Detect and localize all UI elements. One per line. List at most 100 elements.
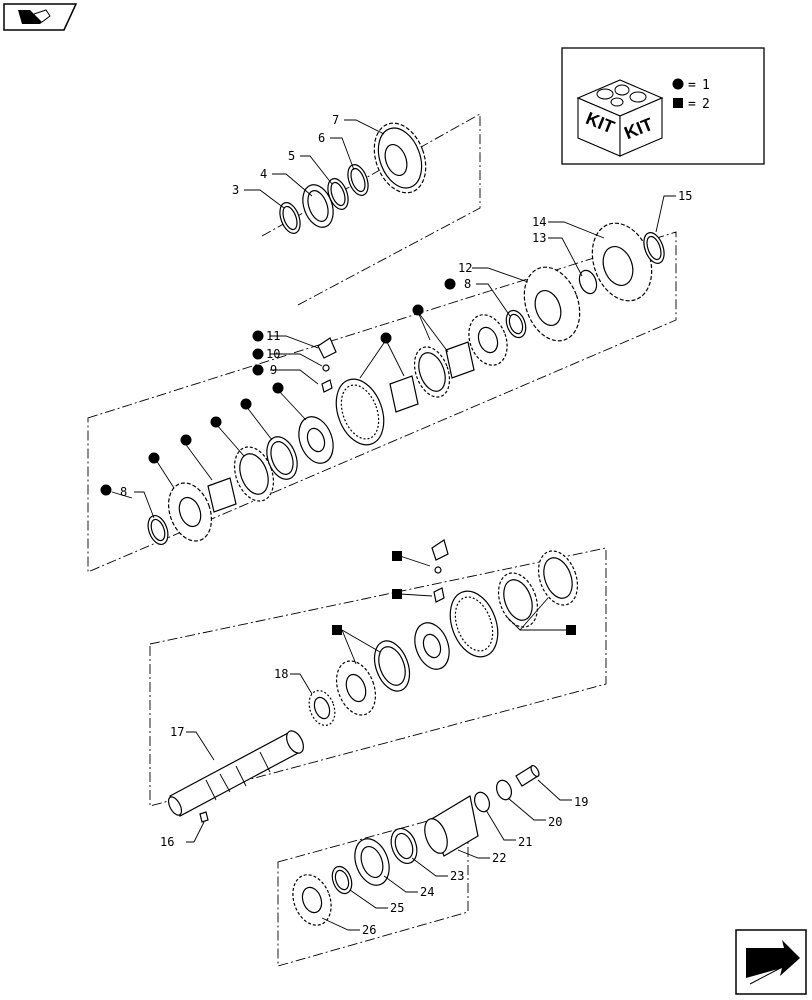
part-gear-12[interactable] (515, 259, 590, 348)
callout-3: 3 (232, 183, 239, 197)
part-gear-lower[interactable] (161, 477, 219, 547)
part-snap-ring-15[interactable] (640, 230, 668, 266)
callout-19: 19 (574, 795, 588, 809)
part-synchro-ring-mid-1[interactable] (492, 568, 545, 633)
legend-circle-icon (672, 78, 684, 90)
group-boundary-mid (149, 547, 607, 807)
part-gear-14[interactable] (582, 215, 662, 309)
kit1-marker (444, 278, 456, 290)
part-flange-22[interactable] (420, 795, 479, 857)
legend-square-icon (673, 98, 683, 108)
kit1-marker (180, 434, 192, 446)
part-synchro-ring-mid-2[interactable] (532, 546, 585, 611)
group-boundary-top (261, 113, 481, 307)
callout-15: 15 (678, 189, 692, 203)
leader-lines (111, 119, 676, 931)
kit-legend: KIT KIT = 1 = 2 (561, 47, 765, 165)
part-hub-mid[interactable] (409, 618, 455, 674)
part-ring-8-lower[interactable] (144, 513, 171, 547)
callout-11: 11 (266, 329, 280, 343)
kit1-marker (210, 416, 222, 428)
callout-25: 25 (390, 901, 404, 915)
callout-8-upper: 8 (464, 277, 471, 291)
part-ring-6[interactable] (344, 162, 372, 198)
part-ball-10[interactable] (322, 364, 330, 372)
kit1-marker (252, 364, 264, 376)
callout-23: 23 (450, 869, 464, 883)
part-gear-26[interactable] (286, 869, 338, 930)
kit2-marker (332, 625, 342, 635)
group-boundary-bottom (277, 809, 469, 967)
callout-21: 21 (518, 835, 532, 849)
kit1-marker (252, 330, 264, 342)
callout-7: 7 (332, 113, 339, 127)
callout-18: 18 (274, 667, 288, 681)
callout-8-lower: 8 (120, 485, 127, 499)
part-gear-7[interactable] (365, 116, 435, 200)
callout-9: 9 (270, 363, 277, 377)
part-bearing-24[interactable] (349, 834, 395, 890)
part-sleeve-main[interactable] (328, 373, 393, 452)
kit2-marker (392, 589, 402, 599)
kit1-marker (148, 452, 160, 464)
legend-circle-value: 1 (702, 78, 710, 93)
kit2-marker (392, 551, 402, 561)
part-bearing-18[interactable] (305, 687, 340, 729)
part-washer-20[interactable] (494, 778, 514, 802)
legend-square-value: 2 (702, 97, 710, 112)
part-seal-23[interactable] (387, 825, 422, 867)
part-plate-kit2[interactable] (431, 539, 449, 603)
part-sleeve-mid[interactable] (442, 585, 507, 664)
part-synchro-block-upper[interactable] (389, 375, 419, 413)
callout-24: 24 (420, 885, 434, 899)
kit-box-icon: KIT KIT (576, 79, 664, 157)
callout-20: 20 (548, 815, 562, 829)
part-gear-upper[interactable] (462, 309, 514, 370)
part-o-ring-21[interactable] (472, 790, 492, 814)
callout-26: 26 (362, 923, 376, 937)
callout-4: 4 (260, 167, 267, 181)
callout-6: 6 (318, 131, 325, 145)
book-navigation-icon[interactable] (3, 3, 78, 31)
callout-17: 17 (170, 725, 184, 739)
part-main-shaft-17[interactable] (166, 728, 307, 817)
kit1-marker (412, 304, 424, 316)
kit1-marker (380, 332, 392, 344)
part-hub-main[interactable] (293, 412, 339, 468)
callout-12: 12 (458, 261, 472, 275)
part-detent-plate-11[interactable] (317, 337, 337, 359)
callout-14: 14 (532, 215, 546, 229)
kit1-marker (272, 382, 284, 394)
part-ring-8-upper[interactable] (503, 308, 529, 340)
part-ring-13[interactable] (576, 268, 599, 296)
kit1-marker (100, 484, 112, 496)
callout-10: 10 (266, 347, 280, 361)
part-bolt-19[interactable] (515, 764, 541, 787)
part-ring-5[interactable] (324, 176, 352, 212)
next-page-arrow-icon[interactable] (735, 929, 807, 995)
part-ring-25[interactable] (329, 864, 355, 896)
callout-5: 5 (288, 149, 295, 163)
kit-markers (100, 278, 576, 635)
part-cone-ring-lower[interactable] (261, 433, 302, 484)
part-synchro-block-lower[interactable] (207, 477, 237, 513)
part-bearing-4[interactable] (297, 181, 338, 232)
kit1-marker (252, 348, 264, 360)
group-boundary-main (87, 231, 677, 573)
part-pin-16[interactable] (199, 811, 209, 823)
kit2-marker (566, 625, 576, 635)
part-spring-9[interactable] (321, 379, 333, 393)
kit1-marker (240, 398, 252, 410)
part-synchro-ring-mid-left[interactable] (368, 636, 416, 696)
part-snap-ring-3[interactable] (276, 200, 304, 236)
part-synchro-ring-upper[interactable] (408, 342, 456, 402)
legend-circle-equals: = (688, 78, 696, 93)
callout-labels: 3 4 5 6 7 8 8 9 10 11 12 13 14 15 16 17 … (120, 113, 692, 937)
part-gear-mid-left[interactable] (330, 656, 383, 721)
callout-16: 16 (160, 835, 174, 849)
callout-13: 13 (532, 231, 546, 245)
legend-square-equals: = (688, 97, 696, 112)
part-cone-block-upper[interactable] (445, 341, 475, 379)
part-synchro-ring-lower[interactable] (228, 442, 281, 507)
